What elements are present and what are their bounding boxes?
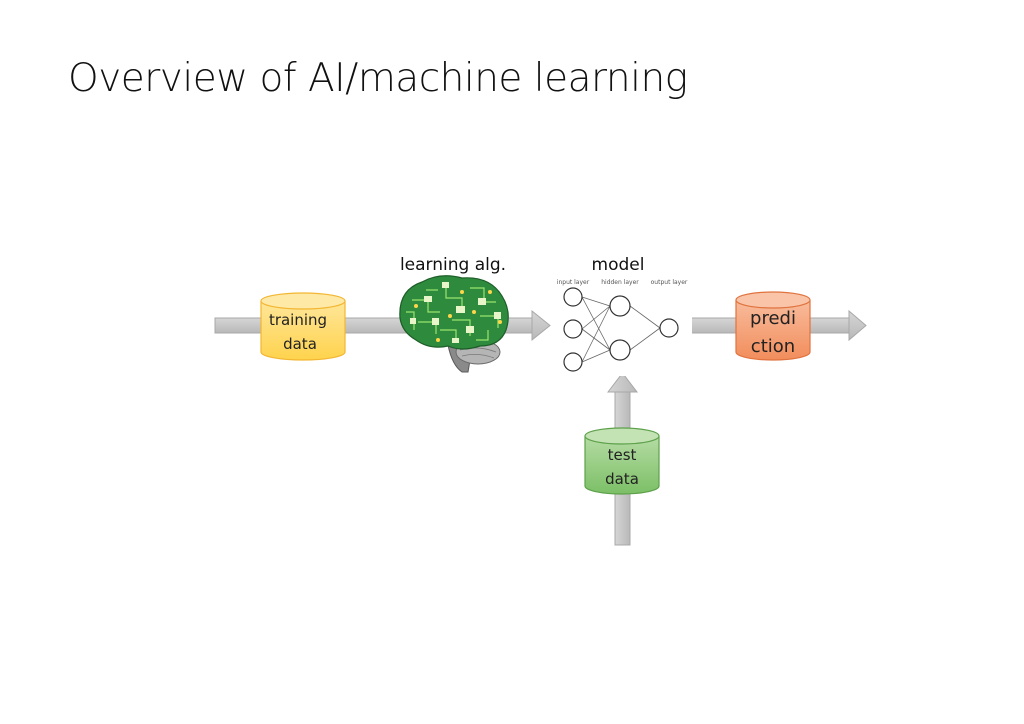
neural-network-diagram: input layer hidden layer output layer [552,279,692,376]
input-node-2 [563,319,583,339]
prediction-label-line1: predi [750,308,796,329]
hidden-node-2 [609,339,631,361]
slide-title: Overview of AI/machine learning [68,56,688,101]
input-node-1 [563,287,583,307]
arrow-out-of-prediction [809,309,867,342]
test-data-label-line1: test [608,446,637,464]
training-data-label-line1: training [269,311,327,329]
prediction-cylinder: predi ction [735,291,811,361]
hidden-node-1 [609,295,631,317]
test-data-label-line2: data [605,470,639,488]
hidden-layer-label: hidden layer [601,279,639,286]
output-node [659,318,679,338]
learning-alg-label: learning alg. [400,255,506,275]
test-data-cylinder: test data [584,427,660,495]
training-data-label-line2: data [283,335,317,353]
output-layer-label: output layer [651,279,688,286]
model-label: model [592,255,645,275]
prediction-label-line2: ction [751,336,795,357]
input-layer-label: input layer [557,279,590,286]
training-data-cylinder: training data [260,292,346,361]
arrow-model-to-prediction [689,317,741,334]
input-node-3 [563,352,583,372]
arrow-into-training-data [214,317,266,334]
brain-circuit-icon [399,275,509,373]
